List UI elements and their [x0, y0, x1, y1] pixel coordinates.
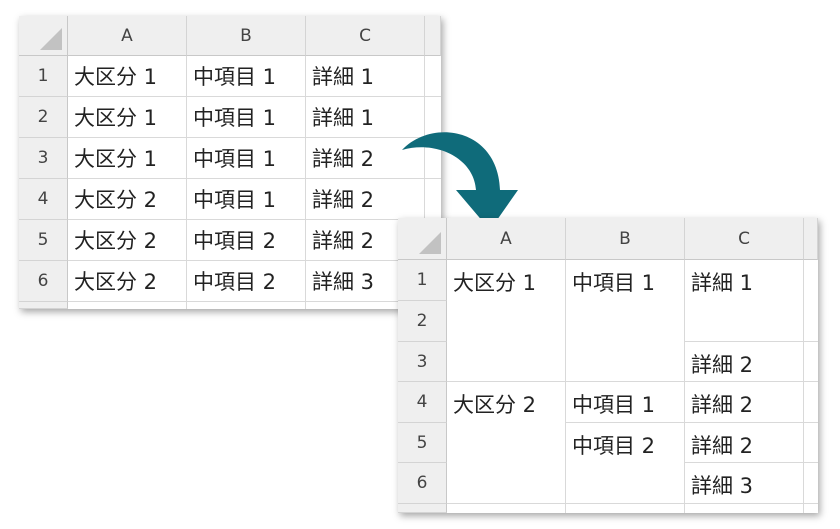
- column-header-a[interactable]: A: [68, 16, 187, 56]
- cell-c6[interactable]: 詳細 3: [691, 474, 754, 498]
- select-all-corner[interactable]: [398, 218, 447, 260]
- cell-c3[interactable]: 詳細 2: [691, 353, 754, 377]
- cell-c1[interactable]: 詳細 1: [312, 65, 375, 89]
- gridline: [447, 381, 818, 382]
- sheet-after: A B C 1 2 3 4 5 6 大区分 1 中項目 1 詳細 1 詳細 2 …: [398, 218, 818, 513]
- row-header-5[interactable]: 5: [398, 423, 447, 463]
- row-header-6[interactable]: 6: [19, 261, 68, 302]
- row-header-1[interactable]: 1: [19, 56, 68, 97]
- row-header-7[interactable]: [19, 302, 68, 309]
- gridline: [566, 422, 818, 423]
- cell-b4[interactable]: 中項目 1: [572, 393, 656, 417]
- merged-cell-c1-c2[interactable]: 詳細 1: [691, 271, 754, 295]
- column-header-c[interactable]: C: [685, 218, 804, 260]
- column-header-b[interactable]: B: [566, 218, 685, 260]
- row-header-5[interactable]: 5: [19, 220, 68, 261]
- cell-c3[interactable]: 詳細 2: [312, 147, 375, 171]
- cell-c5[interactable]: 詳細 2: [312, 229, 375, 253]
- column-header-a[interactable]: A: [447, 218, 566, 260]
- gridline: [447, 503, 818, 504]
- row-header-3[interactable]: 3: [398, 342, 447, 382]
- merged-cell-b5-b6[interactable]: 中項目 2: [572, 434, 656, 458]
- sheet-before: A B C 1 2 3 4 5 6 大区分 1 中項目 1 詳細 1 大区分 1…: [19, 16, 441, 309]
- row-header-4[interactable]: 4: [19, 179, 68, 220]
- column-header-b[interactable]: B: [187, 16, 306, 56]
- corner-triangle-icon: [419, 232, 441, 254]
- gridline: [685, 341, 818, 342]
- cell-a2[interactable]: 大区分 1: [74, 106, 158, 130]
- cell-b3[interactable]: 中項目 1: [193, 147, 277, 171]
- gridline: [68, 96, 441, 97]
- row-header-6[interactable]: 6: [398, 463, 447, 504]
- corner-triangle-icon: [40, 28, 62, 50]
- row-header-2[interactable]: 2: [398, 301, 447, 342]
- gridline: [565, 260, 566, 513]
- row-header-3[interactable]: 3: [19, 138, 68, 179]
- cell-a6[interactable]: 大区分 2: [74, 270, 158, 294]
- select-all-corner[interactable]: [19, 16, 68, 56]
- cell-c6[interactable]: 詳細 3: [312, 270, 375, 294]
- row-header-1[interactable]: 1: [398, 260, 447, 301]
- cell-c2[interactable]: 詳細 1: [312, 106, 375, 130]
- cell-a4[interactable]: 大区分 2: [74, 188, 158, 212]
- gridline: [68, 219, 441, 220]
- gridline: [684, 260, 685, 513]
- row-header-2[interactable]: 2: [19, 97, 68, 138]
- cell-b4[interactable]: 中項目 1: [193, 188, 277, 212]
- cell-a1[interactable]: 大区分 1: [74, 65, 158, 89]
- merged-cell-a4-a6[interactable]: 大区分 2: [453, 393, 537, 417]
- cell-b1[interactable]: 中項目 1: [193, 65, 277, 89]
- gridline: [68, 178, 441, 179]
- gridline: [803, 260, 804, 513]
- gridline: [186, 56, 187, 309]
- cell-c4[interactable]: 詳細 2: [312, 188, 375, 212]
- merged-cell-a1-a3[interactable]: 大区分 1: [453, 271, 537, 295]
- merged-cell-b1-b3[interactable]: 中項目 1: [572, 271, 656, 295]
- gridline: [305, 56, 306, 309]
- row-header-7[interactable]: [398, 504, 447, 513]
- row-header-4[interactable]: 4: [398, 382, 447, 423]
- cell-c4[interactable]: 詳細 2: [691, 393, 754, 417]
- cell-b2[interactable]: 中項目 1: [193, 106, 277, 130]
- column-header-d[interactable]: [425, 16, 441, 56]
- cell-a5[interactable]: 大区分 2: [74, 229, 158, 253]
- gridline: [685, 462, 818, 463]
- gridline: [68, 260, 441, 261]
- cell-b6[interactable]: 中項目 2: [193, 270, 277, 294]
- cell-b5[interactable]: 中項目 2: [193, 229, 277, 253]
- column-header-c[interactable]: C: [306, 16, 425, 56]
- cell-a3[interactable]: 大区分 1: [74, 147, 158, 171]
- cell-c5[interactable]: 詳細 2: [691, 434, 754, 458]
- gridline: [68, 137, 441, 138]
- gridline: [68, 301, 441, 302]
- column-header-d[interactable]: [804, 218, 818, 260]
